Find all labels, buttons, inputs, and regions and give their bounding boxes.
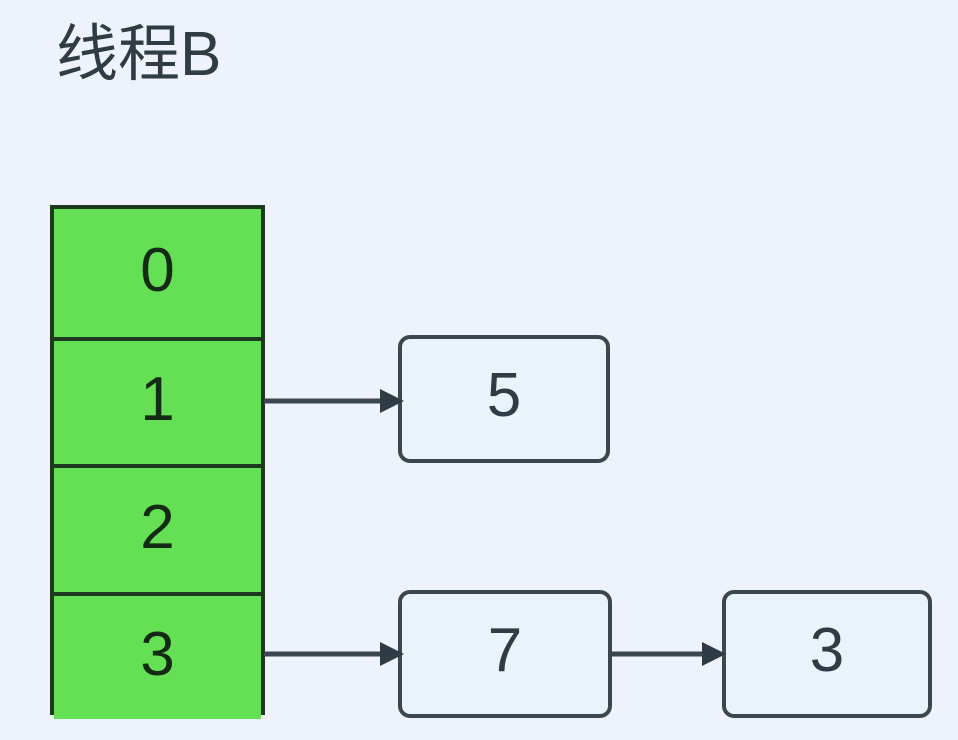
node-value-label: 3	[809, 616, 845, 685]
linked-list-node-5[interactable]: 5	[398, 335, 610, 463]
linked-list-node-3[interactable]: 3	[722, 590, 932, 718]
hash-bucket-array: 0 1 2 3	[50, 205, 265, 719]
page-title: 线程B	[56, 20, 222, 89]
array-cell-2[interactable]: 2	[54, 464, 261, 592]
node-value-label: 7	[487, 616, 523, 685]
node-value-label: 5	[486, 361, 522, 430]
array-cell-3[interactable]: 3	[54, 591, 261, 719]
array-cell-index-label: 0	[140, 235, 175, 305]
array-cell-1[interactable]: 1	[54, 336, 261, 464]
array-cell-0[interactable]: 0	[54, 209, 261, 337]
array-cell-index-label: 3	[140, 620, 175, 690]
linked-list-node-7[interactable]: 7	[398, 590, 612, 718]
array-cell-index-label: 1	[140, 365, 175, 435]
arrow-bucket3-to-node7	[264, 642, 404, 666]
arrow-node7-to-node3	[610, 642, 726, 666]
array-cell-index-label: 2	[140, 492, 175, 562]
arrow-bucket1-to-node5	[264, 389, 404, 413]
